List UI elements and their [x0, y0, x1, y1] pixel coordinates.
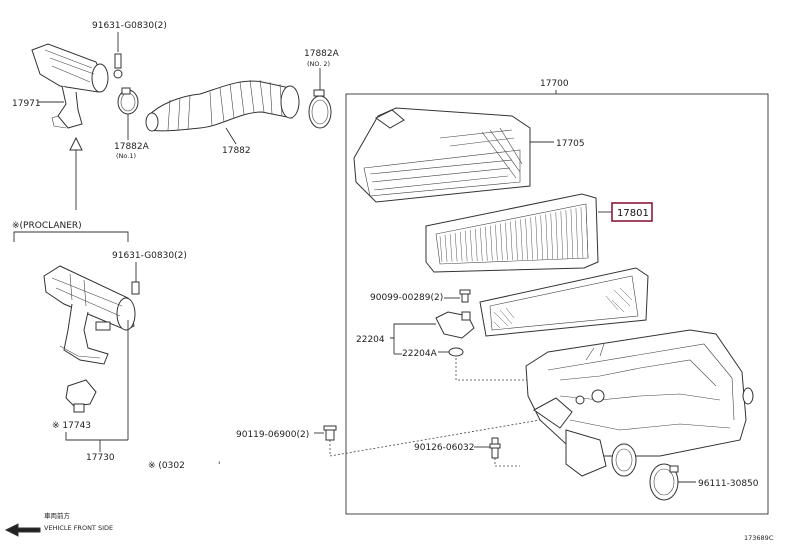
air-cleaner-case[interactable]: [525, 329, 754, 477]
ref-note-tail: ': [218, 461, 220, 471]
label-91631-top: 91631-G0830(2): [92, 21, 167, 31]
label-17882: 17882: [222, 146, 251, 156]
air-cleaner-plate[interactable]: [479, 267, 649, 337]
label-17882a-no2-sub: (NO. 2): [307, 60, 330, 68]
hose-clamp-17882a-no2[interactable]: [308, 89, 332, 129]
label-front-jp: 車両前方: [44, 511, 71, 520]
label-90119: 90119-06900(2): [236, 430, 309, 440]
vehicle-front-arrow: [4, 523, 41, 537]
bolt-90119[interactable]: [323, 425, 337, 441]
label-22204: 22204: [356, 335, 385, 345]
label-17882a-no2: 17882A: [304, 49, 340, 59]
diagram-id: 173689C: [744, 534, 774, 542]
bolt-91631-mid[interactable]: [131, 281, 140, 295]
hose-clamp-17882a-no1[interactable]: [117, 87, 139, 115]
intake-duct-17971[interactable]: [31, 43, 123, 129]
label-front-en: VEHICLE FRONT SIDE: [44, 524, 113, 532]
label-17971: 17971: [12, 99, 41, 109]
label-17801: 17801: [617, 208, 649, 219]
reference-arrow-up: [69, 136, 83, 210]
label-17743: ※ 17743: [52, 421, 91, 431]
highlight-box-17801: [611, 202, 653, 222]
o-ring-22204a[interactable]: [448, 347, 464, 357]
label-90126: 90126-06032: [414, 443, 475, 453]
assembly-17700-frame: [345, 93, 769, 515]
screw-90099[interactable]: [459, 289, 471, 303]
label-17882a-no1-sub: (No.1): [116, 152, 136, 160]
air-cleaner-cap-17705[interactable]: [353, 107, 531, 203]
label-17730: 17730: [86, 453, 115, 463]
label-17705: 17705: [556, 139, 585, 149]
label-ref-note: ※ (0302: [148, 461, 185, 471]
label-17882a-no1: 17882A: [114, 142, 150, 152]
label-17700: 17700: [540, 79, 569, 89]
precleaner-duct-17730[interactable]: [43, 265, 136, 365]
duck-valve-17743[interactable]: [65, 379, 97, 413]
stud-90126[interactable]: [489, 437, 501, 459]
hose-clamp-96111[interactable]: [649, 463, 679, 501]
label-96111: 96111-30850: [698, 479, 759, 489]
mass-air-flow-sensor-22204[interactable]: [435, 311, 475, 339]
label-procelaner: ※(PROCLANER): [12, 221, 82, 231]
label-22204a: 22204A: [402, 349, 438, 359]
air-filter-element-17801[interactable]: [425, 193, 599, 273]
label-91631-mid: 91631-G0830(2): [112, 251, 187, 261]
intake-hose-17882[interactable]: [145, 79, 300, 132]
label-90099: 90099-00289(2): [370, 293, 443, 303]
